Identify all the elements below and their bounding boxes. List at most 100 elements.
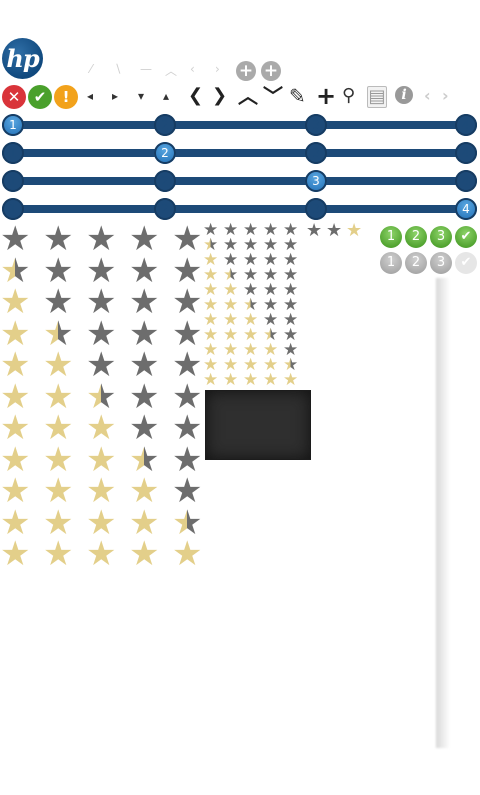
success-icon[interactable]: ✔ — [28, 85, 52, 109]
star-icon[interactable]: ★ — [172, 471, 203, 511]
star-icon[interactable]: ★ — [263, 280, 279, 300]
star-icon[interactable]: ★ — [243, 280, 259, 300]
chevron-left-icon[interactable]: ❮ — [188, 85, 204, 106]
star-icon[interactable]: ★ — [172, 439, 203, 480]
star-icon[interactable]: ★ — [203, 295, 219, 315]
stepper-step[interactable]: 1 — [2, 142, 24, 164]
star-icon[interactable]: ★ — [283, 355, 299, 375]
star-icon[interactable]: ★ — [243, 370, 259, 390]
star-icon[interactable]: ★ — [43, 408, 74, 448]
star-icon[interactable]: ★ — [0, 439, 31, 480]
star-icon[interactable]: ★ — [172, 345, 203, 385]
star-icon[interactable]: ★ — [172, 219, 203, 259]
star-icon[interactable]: ★ — [223, 355, 239, 375]
star-icon[interactable]: ★ — [172, 282, 203, 322]
star-icon[interactable]: ★ — [203, 220, 219, 240]
stepper-step[interactable]: 3 — [305, 114, 327, 136]
star-icon[interactable]: ★ — [326, 220, 343, 241]
stepper-step[interactable]: 2 — [154, 142, 176, 164]
star-icon[interactable]: ★ — [172, 502, 203, 543]
check-icon[interactable]: ✔ — [455, 226, 477, 248]
warning-icon[interactable]: ! — [54, 85, 78, 109]
star-icon[interactable]: ★ — [263, 235, 279, 255]
star-icon[interactable]: ★ — [129, 408, 160, 448]
add-icon[interactable]: + — [316, 82, 337, 110]
star-icon[interactable]: ★ — [203, 325, 219, 345]
star-icon[interactable]: ★ — [43, 345, 74, 385]
star-icon[interactable]: ★ — [172, 313, 203, 354]
star-icon[interactable]: ★ — [243, 295, 259, 315]
star-icon[interactable]: ★ — [283, 280, 299, 300]
star-icon[interactable]: ★ — [283, 250, 299, 270]
star-icon[interactable]: ★ — [283, 220, 299, 240]
star-icon[interactable]: ★ — [283, 310, 299, 330]
star-icon[interactable]: ★ — [203, 265, 219, 285]
step-badge-complete[interactable]: 2 — [405, 226, 427, 248]
star-icon[interactable]: ★ — [0, 471, 31, 511]
star-icon[interactable]: ★ — [172, 534, 203, 574]
star-icon[interactable]: ★ — [129, 345, 160, 385]
star-icon[interactable]: ★ — [86, 282, 117, 322]
star-icon[interactable]: ★ — [243, 355, 259, 375]
star-icon[interactable]: ★ — [203, 310, 219, 330]
star-icon[interactable]: ★ — [223, 325, 239, 345]
chevron-down-icon[interactable]: ﹀ — [263, 84, 283, 108]
star-icon[interactable]: ★ — [86, 534, 117, 574]
search-icon[interactable]: ⚲ — [342, 85, 356, 106]
star-icon[interactable]: ★ — [243, 250, 259, 270]
star-icon[interactable]: ★ — [243, 235, 259, 255]
star-icon[interactable]: ★ — [263, 325, 279, 345]
star-icon[interactable]: ★ — [306, 220, 323, 241]
star-icon[interactable]: ★ — [203, 370, 219, 390]
star-icon[interactable]: ★ — [223, 340, 239, 360]
stepper-step[interactable]: 3 — [305, 198, 327, 220]
stepper-step[interactable]: 2 — [154, 170, 176, 192]
stepper-step[interactable]: 3 — [305, 142, 327, 164]
step-badge-complete[interactable]: 3 — [430, 226, 452, 248]
star-icon[interactable]: ★ — [223, 250, 239, 270]
star-icon[interactable]: ★ — [263, 250, 279, 270]
thin-check-icon[interactable]: ⁄ — [90, 62, 93, 76]
star-icon[interactable]: ★ — [86, 376, 117, 417]
star-icon[interactable]: ★ — [0, 376, 31, 417]
stepper-step[interactable]: 3 — [305, 170, 327, 192]
chevron-right-icon[interactable]: ❯ — [212, 85, 228, 106]
stepper-step[interactable]: 1 — [2, 114, 24, 136]
stepper-step[interactable]: 1 — [2, 198, 24, 220]
star-icon[interactable]: ★ — [129, 282, 160, 322]
star-icon[interactable]: ★ — [43, 502, 74, 543]
star-icon[interactable]: ★ — [283, 295, 299, 315]
caret-left-icon[interactable]: ◂ — [87, 89, 94, 103]
star-icon[interactable]: ★ — [203, 340, 219, 360]
caret-right-icon[interactable]: ▸ — [112, 89, 119, 103]
star-icon[interactable]: ★ — [223, 235, 239, 255]
step-badge-pending[interactable]: 3 — [430, 252, 452, 274]
star-icon[interactable]: ★ — [43, 250, 74, 291]
star-icon[interactable]: ★ — [263, 370, 279, 390]
step-badge-pending[interactable]: 2 — [405, 252, 427, 274]
star-icon[interactable]: ★ — [129, 502, 160, 543]
star-icon[interactable]: ★ — [129, 439, 160, 480]
star-icon[interactable]: ★ — [0, 534, 31, 574]
star-icon[interactable]: ★ — [203, 235, 219, 255]
stepper-step[interactable]: 4 — [455, 114, 477, 136]
star-icon[interactable]: ★ — [0, 250, 31, 291]
stepper-step[interactable]: 2 — [154, 114, 176, 136]
star-icon[interactable]: ★ — [243, 340, 259, 360]
star-icon[interactable]: ★ — [129, 376, 160, 417]
error-icon[interactable]: ✕ — [2, 85, 26, 109]
stepper-step[interactable]: 2 — [154, 198, 176, 220]
plus-circle-icon[interactable]: + — [261, 61, 281, 81]
star-icon[interactable]: ★ — [172, 250, 203, 291]
star-icon[interactable]: ★ — [263, 220, 279, 240]
thin-minus-icon[interactable]: — — [140, 62, 152, 76]
star-icon[interactable]: ★ — [129, 534, 160, 574]
thin-slash-icon[interactable]: ∖ — [114, 62, 122, 76]
stepper-step[interactable]: 4 — [455, 170, 477, 192]
star-icon[interactable]: ★ — [283, 340, 299, 360]
star-icon[interactable]: ★ — [86, 250, 117, 291]
star-icon[interactable]: ★ — [203, 250, 219, 270]
star-icon[interactable]: ★ — [0, 345, 31, 385]
star-icon[interactable]: ★ — [86, 408, 117, 448]
star-icon[interactable]: ★ — [203, 355, 219, 375]
